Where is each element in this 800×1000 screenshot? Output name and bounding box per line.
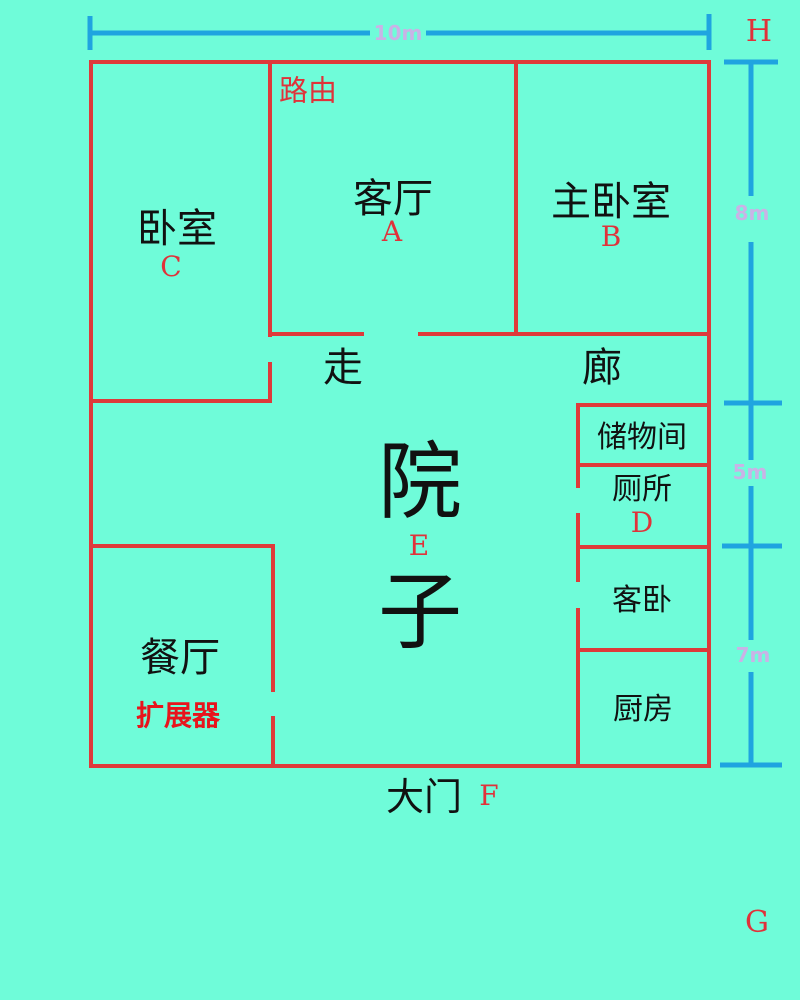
room-label-master-bedroom: 主卧室 (551, 179, 671, 225)
walls (89, 60, 711, 768)
room-label-corridor-right: 廊 (582, 345, 622, 391)
marker-c: C (160, 250, 182, 283)
room-label-living-room: 客厅 (353, 176, 433, 222)
extender-label: 扩展器 (135, 699, 221, 732)
dimension-label-right-middle: 5m (732, 460, 768, 484)
room-label-courtyard-top: 院 (377, 433, 463, 531)
marker-d: D (630, 506, 654, 539)
room-label-courtyard-bottom: 子 (377, 563, 463, 661)
room-label-guest-bedroom: 客卧 (612, 583, 672, 618)
room-label-dining-room: 餐厅 (140, 635, 220, 681)
dimension-label-right-lower: 7m (735, 643, 771, 667)
marker-h: H (745, 14, 773, 49)
room-label-storage: 储物间 (597, 420, 687, 455)
marker-e: E (408, 529, 430, 562)
room-label-kitchen: 厨房 (613, 692, 673, 727)
marker-a: A (381, 215, 403, 248)
dimension-label-top: 10m (373, 21, 423, 45)
marker-b: B (600, 220, 622, 253)
marker-f: F (479, 779, 499, 812)
room-label-main-gate: 大门 (385, 775, 463, 819)
dimension-label-right-upper: 8m (734, 201, 770, 225)
room-label-toilet: 厕所 (612, 472, 672, 507)
marker-g: G (745, 905, 769, 940)
dimension-lines (87, 14, 782, 768)
room-label-bedroom: 卧室 (137, 206, 217, 252)
router-label: 路由 (278, 73, 338, 108)
room-label-corridor-left: 走 (323, 345, 363, 391)
